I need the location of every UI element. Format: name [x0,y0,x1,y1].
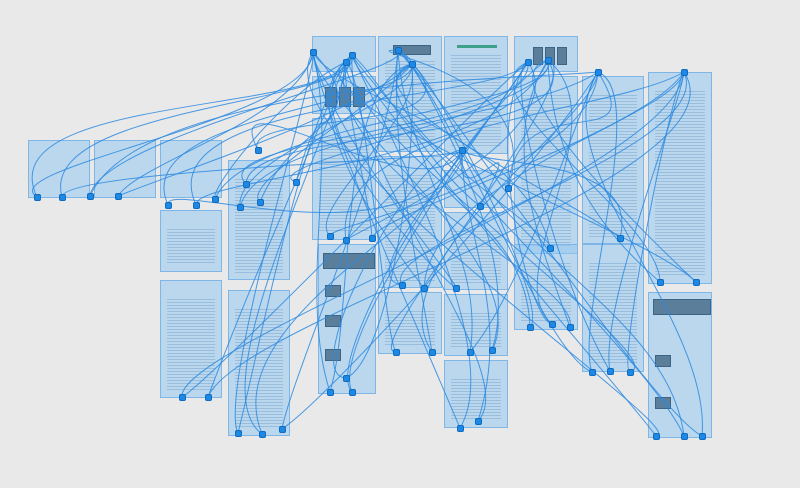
hotspot-marker[interactable] [693,279,700,286]
hotspot-marker[interactable] [453,285,460,292]
hotspot-marker[interactable] [243,181,250,188]
artboard-4[interactable] [160,210,222,272]
hotspot-marker[interactable] [343,237,350,244]
artboard-1[interactable] [28,140,90,198]
artboard-24[interactable] [582,244,644,372]
hotspot-marker[interactable] [115,193,122,200]
hotspot-marker[interactable] [293,179,300,186]
hotspot-marker[interactable] [681,69,688,76]
hotspot-marker[interactable] [589,369,596,376]
artboard-7[interactable] [228,290,290,436]
artboard-21[interactable] [514,76,578,254]
hotspot-marker[interactable] [237,204,244,211]
hotspot-marker[interactable] [525,59,532,66]
hotspot-marker[interactable] [421,285,428,292]
hotspot-marker[interactable] [212,196,219,203]
artboard-20[interactable] [514,36,578,72]
artboard-16[interactable] [444,170,508,208]
hotspot-marker[interactable] [257,199,264,206]
artboard-26[interactable] [648,292,712,438]
hotspot-marker[interactable] [505,185,512,192]
hotspot-marker[interactable] [395,47,402,54]
hotspot-marker[interactable] [567,324,574,331]
hotspot-marker[interactable] [429,349,436,356]
hotspot-marker[interactable] [34,194,41,201]
hotspot-marker[interactable] [477,203,484,210]
artboard-15[interactable] [444,36,508,154]
artboard-12[interactable] [378,36,442,152]
hotspot-marker[interactable] [165,202,172,209]
hotspot-marker[interactable] [259,431,266,438]
hotspot-marker[interactable] [657,279,664,286]
hotspot-marker[interactable] [279,426,286,433]
hotspot-marker[interactable] [545,57,552,64]
artboard-17[interactable] [444,212,508,290]
hotspot-marker[interactable] [399,282,406,289]
hotspot-marker[interactable] [699,433,706,440]
artboard-18[interactable] [444,294,508,356]
hotspot-marker[interactable] [179,394,186,401]
artboard-8[interactable] [312,36,376,72]
hotspot-marker[interactable] [393,349,400,356]
hotspot-marker[interactable] [255,147,262,154]
hotspot-marker[interactable] [235,430,242,437]
hotspot-marker[interactable] [343,59,350,66]
artboard-6[interactable] [228,160,290,280]
hotspot-marker[interactable] [310,49,317,56]
hotspot-marker[interactable] [681,433,688,440]
hotspot-marker[interactable] [595,69,602,76]
hotspot-marker[interactable] [607,368,614,375]
hotspot-marker[interactable] [193,202,200,209]
artboard-14[interactable] [378,292,442,354]
artboard-23[interactable] [582,76,644,244]
hotspot-marker[interactable] [369,235,376,242]
hotspot-marker[interactable] [527,324,534,331]
artboard-9[interactable] [312,76,376,114]
hotspot-marker[interactable] [475,418,482,425]
hotspot-marker[interactable] [617,235,624,242]
artboard-11[interactable] [318,244,376,394]
artboard-22[interactable] [514,244,578,330]
hotspot-marker[interactable] [343,375,350,382]
hotspot-marker[interactable] [467,349,474,356]
hotspot-marker[interactable] [59,194,66,201]
hotspot-marker[interactable] [87,193,94,200]
artboard-5[interactable] [160,280,222,398]
artboard-10[interactable] [312,118,376,240]
hotspot-marker[interactable] [489,347,496,354]
hotspot-marker[interactable] [205,394,212,401]
hotspot-marker[interactable] [547,245,554,252]
hotspot-marker[interactable] [327,233,334,240]
hotspot-marker[interactable] [627,369,634,376]
artboard-13[interactable] [378,156,442,288]
hotspot-marker[interactable] [327,389,334,396]
hotspot-marker[interactable] [457,425,464,432]
hotspot-marker[interactable] [349,52,356,59]
hotspot-marker[interactable] [549,321,556,328]
artboard-3[interactable] [160,140,222,198]
artboard-2[interactable] [94,140,156,198]
artboard-25[interactable] [648,72,712,284]
hotspot-marker[interactable] [653,433,660,440]
hotspot-marker[interactable] [409,61,416,68]
hotspot-marker[interactable] [459,147,466,154]
hotspot-marker[interactable] [349,389,356,396]
